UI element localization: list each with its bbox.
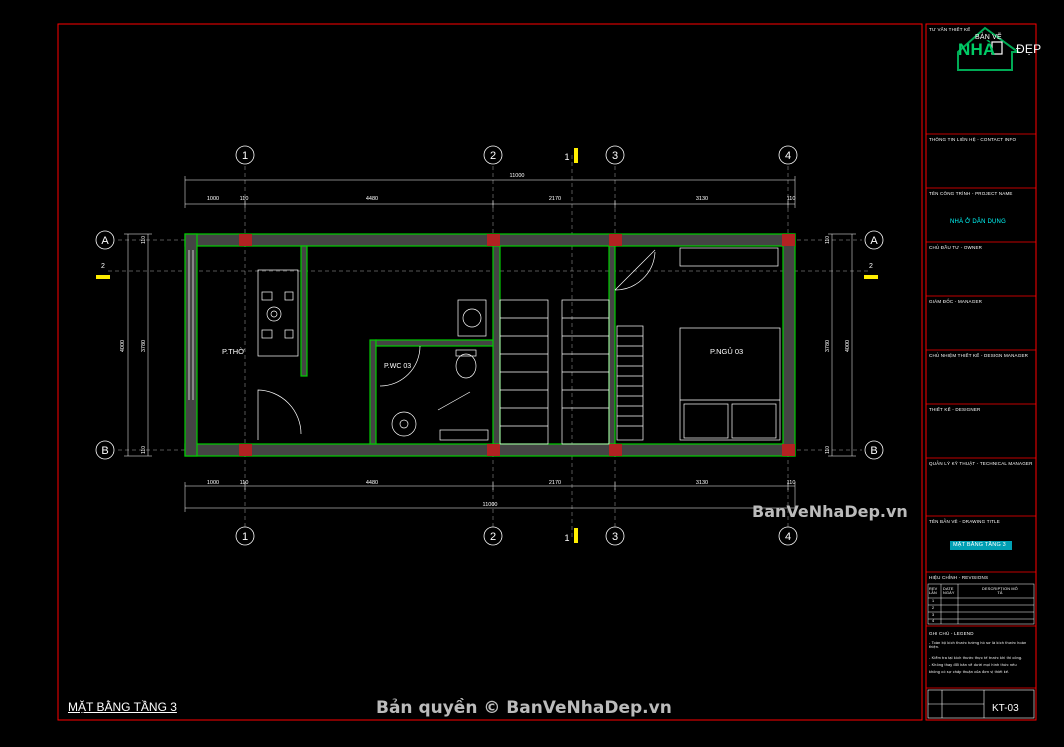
dim-left-top: 110 — [141, 236, 147, 244]
tb-manager: GIÁM ĐỐC - MANAGER — [929, 299, 983, 304]
tb-drawing-title: MẶT BẰNG TẦNG 3 — [953, 542, 1006, 548]
dim-left-bottom: 110 — [141, 446, 147, 454]
tb-consultant: TƯ VẤN THIẾT KẾ — [929, 27, 971, 32]
room-label-wc: P.WC 03 — [384, 363, 411, 370]
dim-top-total: 11000 — [510, 173, 525, 179]
section-markers — [96, 148, 878, 543]
tb-project-label: TÊN CÔNG TRÌNH - PROJECT NAME — [929, 191, 1013, 196]
tb-rev-row-3: 3 — [932, 613, 935, 617]
title-block-lines — [926, 133, 1036, 689]
dim-top-seg-4: 2170 — [549, 196, 561, 202]
room-label-bedroom: P.NGỦ 03 — [710, 347, 743, 356]
grid-label-b-left: B — [101, 445, 108, 457]
logo-text-top: BẢN VẼ — [975, 34, 1002, 41]
sheet-code-box — [927, 689, 1035, 719]
fixtures — [188, 247, 781, 445]
dim-top-seg-3: 4480 — [366, 196, 378, 202]
grid-label-b-right: B — [870, 445, 877, 457]
tb-notes-title: GHI CHÚ - LEGEND — [929, 631, 974, 636]
revision-table — [927, 583, 1035, 625]
tb-note-1: - Toàn bộ kích thước tường hồ sơ là kích… — [929, 641, 1027, 649]
dimension-lines — [124, 176, 856, 512]
grid-label-4-bottom: 4 — [785, 531, 791, 543]
dim-top-seg-2: 110 — [240, 196, 249, 202]
tb-note-4: không có sự chấp thuận của đơn vị thiết … — [929, 670, 1010, 674]
dim-bottom-total: 11000 — [483, 502, 498, 508]
tb-rev-col1: REV LẦN — [929, 587, 938, 595]
dim-left-outer: 4000 — [120, 340, 126, 352]
dim-top-seg-1: 1000 — [207, 196, 219, 202]
dim-top-seg-5: 3130 — [696, 196, 708, 202]
watermark-bottom: Bản quyền © BanVeNhaDep.vn — [376, 698, 672, 718]
tb-owner: CHỦ ĐẦU TƯ - OWNER — [929, 245, 983, 250]
tb-drawing-title-label: TÊN BẢN VẼ - DRAWING TITLE — [929, 519, 1000, 524]
grid-label-3-bottom: 3 — [612, 531, 618, 543]
dim-bottom-seg-4: 2170 — [549, 480, 561, 486]
tb-rev-col2: DATE NGÀY — [943, 587, 955, 595]
logo-text-main: NHÀ — [958, 40, 996, 59]
tb-note-2: - Kiểm tra tại kích thước thực tế trước … — [929, 656, 1023, 660]
sheet-frame — [57, 23, 923, 721]
sheet-code: KT-03 — [992, 703, 1019, 714]
grid-label-1-bottom: 1 — [242, 531, 248, 543]
dim-left-inner: 3780 — [141, 340, 147, 352]
dim-bottom-seg-5: 3130 — [696, 480, 708, 486]
drawing-title-highlight — [950, 541, 1012, 550]
walls — [184, 233, 796, 457]
tb-contact: THÔNG TIN LIÊN HỆ - CONTACT INFO — [929, 137, 1017, 142]
grid-label-2-bottom: 2 — [490, 531, 496, 543]
dim-right-inner: 3780 — [825, 340, 831, 352]
grid-label-2-top: 2 — [490, 150, 496, 162]
logo-icon — [957, 26, 1022, 71]
columns — [239, 234, 795, 456]
logo-text-side: ĐẸP — [1016, 42, 1042, 56]
sheet-title: MẶT BẰNG TẦNG 3 — [68, 700, 177, 714]
dim-right-bottom: 110 — [825, 446, 831, 454]
room-label-worship: P.THỜ — [222, 347, 245, 356]
grid-label-a-right: A — [870, 235, 878, 247]
grid-label-a-left: A — [101, 235, 109, 247]
grid-bubbles — [95, 145, 884, 546]
tb-rev-row-2: 2 — [932, 606, 935, 610]
section-mark-right: 2 — [869, 263, 873, 270]
dim-top-seg-6: 110 — [787, 196, 796, 202]
grid-label-3-top: 3 — [612, 150, 618, 162]
section-mark-left: 2 — [101, 263, 105, 270]
dim-bottom-seg-1: 1000 — [207, 480, 219, 486]
tb-revisions: HIỆU CHỈNH - REVISIONS — [929, 575, 989, 580]
tb-rev-row-1: 1 — [932, 599, 935, 603]
dim-right-outer: 4000 — [845, 340, 851, 352]
dim-bottom-seg-3: 4480 — [366, 480, 378, 486]
tb-rev-row-4: 4 — [932, 619, 935, 623]
title-block-frame — [925, 23, 1037, 721]
dim-bottom-seg-2: 110 — [240, 480, 249, 486]
tb-design-manager: CHỦ NHIỆM THIẾT KẾ - DESIGN MANAGER — [929, 353, 1029, 358]
tb-rev-col3: DESCRIPTION MÔ TẢ — [982, 587, 1018, 595]
tb-note-3: - Không thay đổi bản vẽ dưới mọi hình th… — [929, 663, 1017, 667]
grid-label-4-top: 4 — [785, 150, 791, 162]
dim-right-top: 110 — [825, 236, 831, 244]
dim-bottom-seg-6: 110 — [787, 480, 796, 486]
section-mark-top: 1 — [564, 152, 569, 162]
section-mark-bottom: 1 — [564, 533, 569, 543]
grid-label-1-top: 1 — [242, 150, 248, 162]
tb-designer: THIẾT KẾ - DESIGNER — [929, 407, 981, 412]
tb-technical-manager: QUẢN LÝ KỸ THUẬT - TECHNICAL MANAGER — [929, 461, 1033, 466]
watermark-mid: BanVeNhaDep.vn — [752, 502, 908, 521]
tb-project-name: NHÀ Ở DÂN DỤNG — [950, 219, 1006, 225]
